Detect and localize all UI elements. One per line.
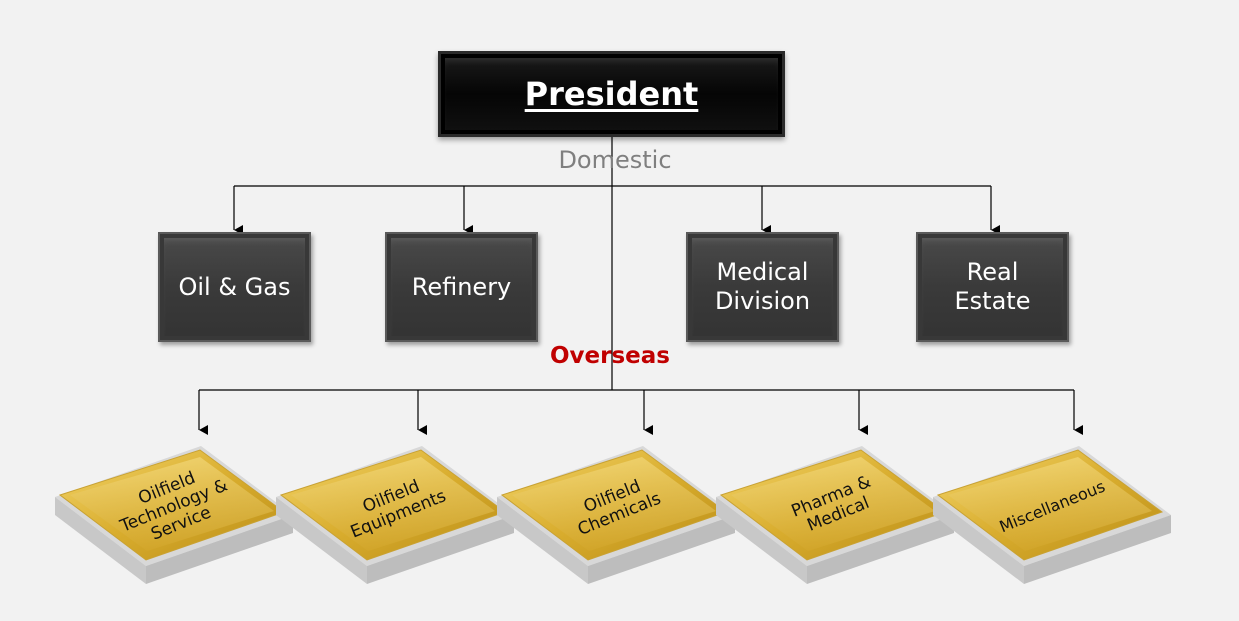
unit-refinery: Refinery	[385, 232, 538, 342]
overseas-tile-shape	[55, 446, 293, 584]
president-label: President	[524, 75, 699, 113]
overseas-tile-shape	[716, 446, 954, 584]
overseas-label: Overseas	[550, 343, 670, 369]
overseas-tile-shape	[933, 446, 1171, 584]
unit-label: Refinery	[411, 272, 512, 301]
president-box: President	[438, 51, 785, 137]
overseas-tile-shape	[497, 446, 735, 584]
unit-medical-division: Medical Division	[686, 232, 839, 342]
overseas-unit-oilfield-chemicals: Oilfield Chemicals	[496, 431, 736, 591]
unit-label: Medical Division	[714, 258, 811, 315]
domestic-label: Domestic	[558, 146, 672, 174]
unit-label: Real Estate	[954, 258, 1031, 315]
overseas-unit-oilfield-equipments: Oilfield Equipments	[275, 431, 515, 591]
unit-real-estate: Real Estate	[916, 232, 1069, 342]
overseas-unit-oilfield-technology: Oilfield Technology & Service	[54, 431, 294, 591]
unit-label: Oil & Gas	[178, 272, 291, 301]
overseas-unit-miscellaneous: Miscellaneous	[932, 431, 1172, 591]
overseas-unit-pharma-medical: Pharma & Medical	[715, 431, 955, 591]
unit-oil-gas: Oil & Gas	[158, 232, 311, 342]
overseas-tile-shape	[276, 446, 514, 584]
